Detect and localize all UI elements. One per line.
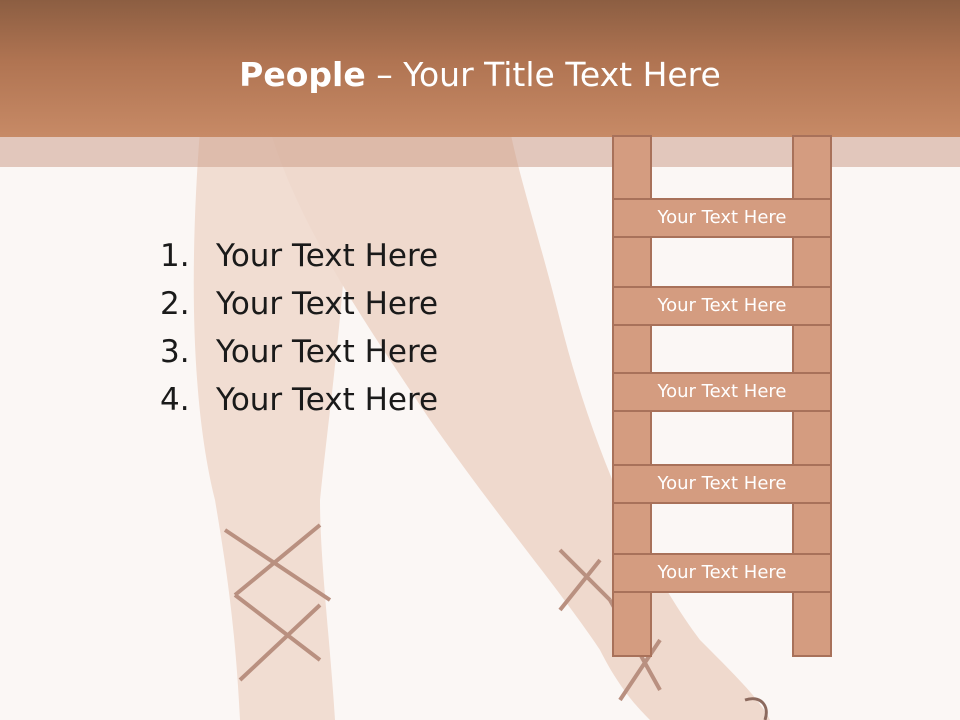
list-number: 1. [160, 238, 190, 274]
list-item: 2. Your Text Here [160, 280, 438, 328]
title-bold: People [239, 55, 366, 94]
list-number: 2. [160, 286, 190, 322]
title-text: Your Title Text Here [403, 55, 721, 94]
ladder-rung: Your Text Here [612, 286, 832, 326]
ladder-rung: Your Text Here [612, 198, 832, 238]
list-number: 4. [160, 382, 190, 418]
list-text: Your Text Here [216, 334, 439, 370]
title-bar: People – Your Title Text Here [0, 0, 960, 137]
list-text: Your Text Here [216, 238, 439, 274]
list-item: 3. Your Text Here [160, 328, 438, 376]
numbered-list: 1. Your Text Here 2. Your Text Here 3. Your… [160, 232, 438, 424]
ladder-rung: Your Text Here [612, 464, 832, 504]
list-number: 3. [160, 334, 190, 370]
list-text: Your Text Here [216, 286, 439, 322]
list-item: 4. Your Text Here [160, 376, 438, 424]
ladder-rung: Your Text Here [612, 372, 832, 412]
list-text: Your Text Here [216, 382, 439, 418]
list-item: 1. Your Text Here [160, 232, 438, 280]
slide-title: People – Your Title Text Here [0, 52, 960, 98]
ladder-rung: Your Text Here [612, 553, 832, 593]
title-dash: – [365, 55, 404, 94]
